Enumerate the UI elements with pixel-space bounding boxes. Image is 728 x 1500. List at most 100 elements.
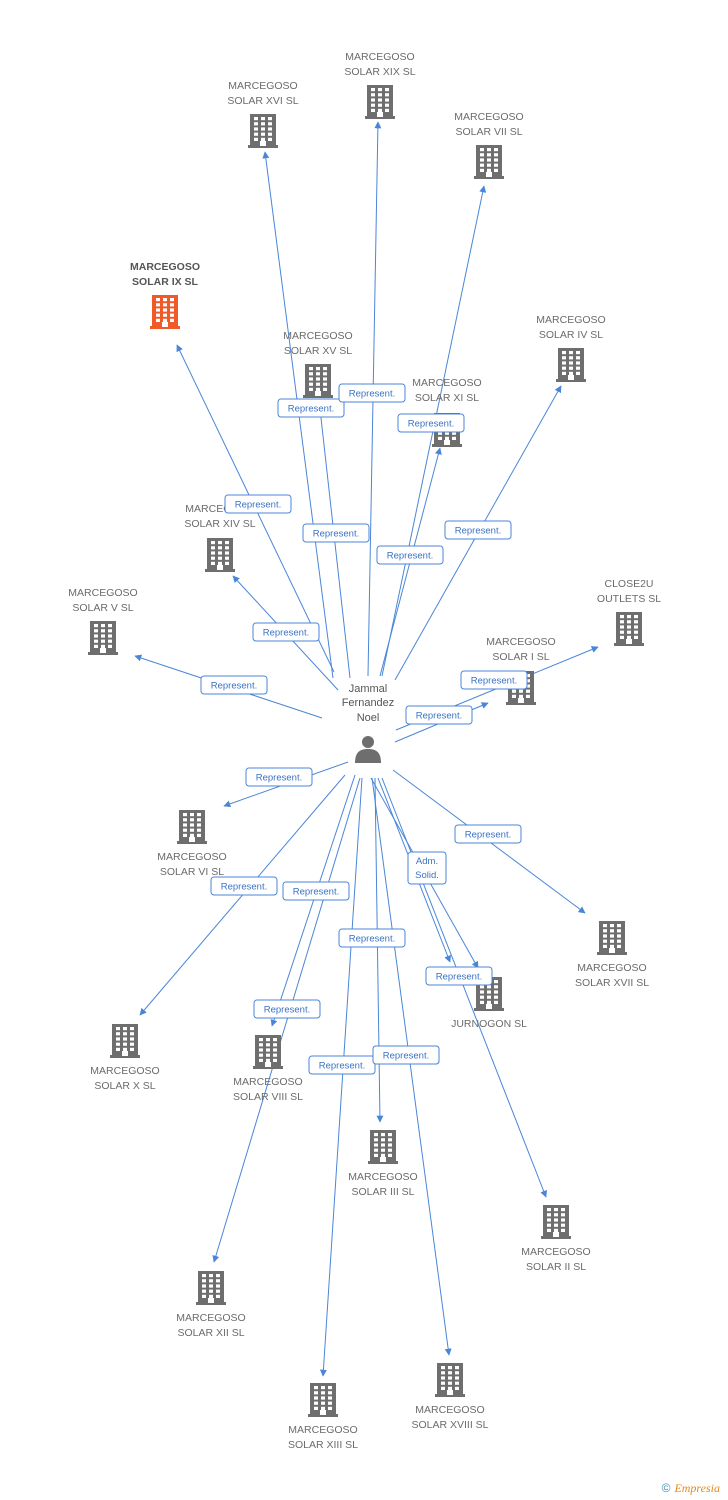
- edge-label-text: Represent.: [465, 830, 511, 841]
- edge-label-c12[interactable]: Represent.: [253, 999, 321, 1019]
- edge-label-text: Represent.: [293, 887, 339, 898]
- building-icon: [150, 295, 180, 329]
- edge-label-c16[interactable]: Represent.: [277, 398, 345, 418]
- company-label-line: MARCEGOSO: [348, 1171, 417, 1183]
- edge-label-c8[interactable]: Represent.: [282, 881, 350, 901]
- company-label-line: MARCEGOSO: [130, 261, 200, 273]
- edge-c12: [212, 777, 361, 1263]
- building-icon: [303, 364, 333, 398]
- edge-label-text: Represent.: [349, 389, 395, 400]
- edge-label-text: Represent.: [235, 500, 281, 511]
- edge-label-jurnogon[interactable]: Represent.: [425, 966, 493, 986]
- company-label-line: MARCEGOSO: [521, 1246, 590, 1258]
- company-node-c10[interactable]: MARCEGOSO SOLAR X SL: [90, 1024, 160, 1092]
- edge-label-text: Represent.: [256, 773, 302, 784]
- edge-label-c7[interactable]: Represent.: [376, 545, 444, 565]
- company-label-line: SOLAR II SL: [526, 1261, 586, 1273]
- edge-label-text: Represent.: [221, 882, 267, 893]
- building-icon: [110, 1024, 140, 1058]
- footer-brand[interactable]: ©Empresia: [662, 1481, 720, 1496]
- edge-label-text: Represent.: [416, 711, 462, 722]
- edge-label-c10[interactable]: Represent.: [210, 876, 278, 896]
- edge-label-c14[interactable]: Represent.: [252, 622, 320, 642]
- company-label-line: MARCEGOSO: [412, 377, 481, 389]
- person-node[interactable]: Jammal Fernandez Noel: [342, 683, 395, 763]
- company-label-line: SOLAR XVIII SL: [411, 1419, 488, 1431]
- company-label-line: SOLAR IX SL: [132, 276, 199, 288]
- edge-label-c15[interactable]: Represent.: [302, 523, 370, 543]
- edge-label-text: Represent.: [349, 934, 395, 945]
- company-label-line: OUTLETS SL: [597, 593, 661, 605]
- company-label-line: MARCEGOSO: [228, 80, 297, 92]
- company-label-line: MARCEGOSO: [486, 636, 555, 648]
- company-label-line: SOLAR XIX SL: [344, 66, 415, 78]
- edge-labels-layer: Represent.Represent.Represent.Represent.…: [200, 383, 528, 1075]
- company-label-line: SOLAR VI SL: [160, 866, 224, 878]
- company-node-c9[interactable]: MARCEGOSO SOLAR IX SL: [130, 261, 200, 329]
- edge-label-text: Represent.: [288, 404, 334, 415]
- company-node-c16[interactable]: MARCEGOSO SOLAR XVI SL: [227, 80, 299, 148]
- company-label-line: SOLAR XVII SL: [575, 977, 649, 989]
- edge-label-c18[interactable]: Represent.: [372, 1045, 440, 1065]
- edge-label-c17[interactable]: Represent.: [454, 824, 522, 844]
- company-label-line: MARCEGOSO: [68, 587, 137, 599]
- edge-label-close2u[interactable]: Represent.: [460, 670, 528, 690]
- edge-label-text: Represent.: [313, 529, 359, 540]
- company-label-line: MARCEGOSO: [283, 330, 352, 342]
- company-label-line: SOLAR XVI SL: [227, 95, 298, 107]
- building-icon: [196, 1271, 226, 1305]
- company-node-c19[interactable]: MARCEGOSO SOLAR XIX SL: [344, 51, 416, 119]
- building-icon: [177, 810, 207, 844]
- person-name-line: Fernandez: [342, 697, 395, 709]
- edge-label-c5[interactable]: Represent.: [200, 675, 268, 695]
- company-label-line: MARCEGOSO: [345, 51, 414, 63]
- edge-label-text: Adm.: [416, 856, 438, 867]
- edge-label-c6[interactable]: Represent.: [245, 767, 313, 787]
- building-icon: [253, 1035, 283, 1069]
- company-label-line: MARCEGOSO: [233, 1076, 302, 1088]
- edge-label-text: Represent.: [263, 628, 309, 639]
- edge-label-c19[interactable]: Represent.: [338, 383, 406, 403]
- company-label-line: MARCEGOSO: [536, 314, 605, 326]
- edge-label-c11[interactable]: Represent.: [397, 413, 465, 433]
- edge-label-c3[interactable]: Represent.: [338, 928, 406, 948]
- company-node-c4[interactable]: MARCEGOSO SOLAR IV SL: [536, 314, 606, 382]
- building-icon: [248, 114, 278, 148]
- edge-label-c9[interactable]: Represent.: [224, 494, 292, 514]
- company-label-line: SOLAR XIV SL: [184, 518, 255, 530]
- edge-c13: [319, 777, 363, 1377]
- company-label-line: SOLAR IV SL: [539, 329, 603, 341]
- building-icon: [556, 348, 586, 382]
- company-node-c17[interactable]: MARCEGOSO SOLAR XVII SL: [575, 921, 649, 989]
- company-node-c2[interactable]: MARCEGOSO SOLAR II SL: [521, 1205, 591, 1273]
- edge-label-text: Represent.: [408, 419, 454, 430]
- building-icon: [541, 1205, 571, 1239]
- edge-label-text: Represent.: [264, 1005, 310, 1016]
- edge-label-text: Represent.: [211, 681, 257, 692]
- person-name-line: Jammal: [349, 683, 388, 695]
- building-icon: [435, 1363, 465, 1397]
- building-icon: [88, 621, 118, 655]
- edge-c3: [374, 777, 384, 1123]
- company-label-line: MARCEGOSO: [577, 962, 646, 974]
- edge-label-c4[interactable]: Represent.: [444, 520, 512, 540]
- edge-label-c13[interactable]: Represent.: [308, 1055, 376, 1075]
- building-icon: [368, 1130, 398, 1164]
- edge-label-c1[interactable]: Represent.: [405, 705, 473, 725]
- person-name-line: Noel: [357, 712, 380, 724]
- nodes-layer: MARCEGOSO SOLAR IX SL MARCEGOSO SOLAR XVI S…: [68, 51, 661, 1451]
- company-label-line: SOLAR X SL: [94, 1080, 155, 1092]
- edge-label-jurnogon[interactable]: Adm.Solid.: [407, 851, 447, 885]
- company-label-line: MARCEGOSO: [90, 1065, 159, 1077]
